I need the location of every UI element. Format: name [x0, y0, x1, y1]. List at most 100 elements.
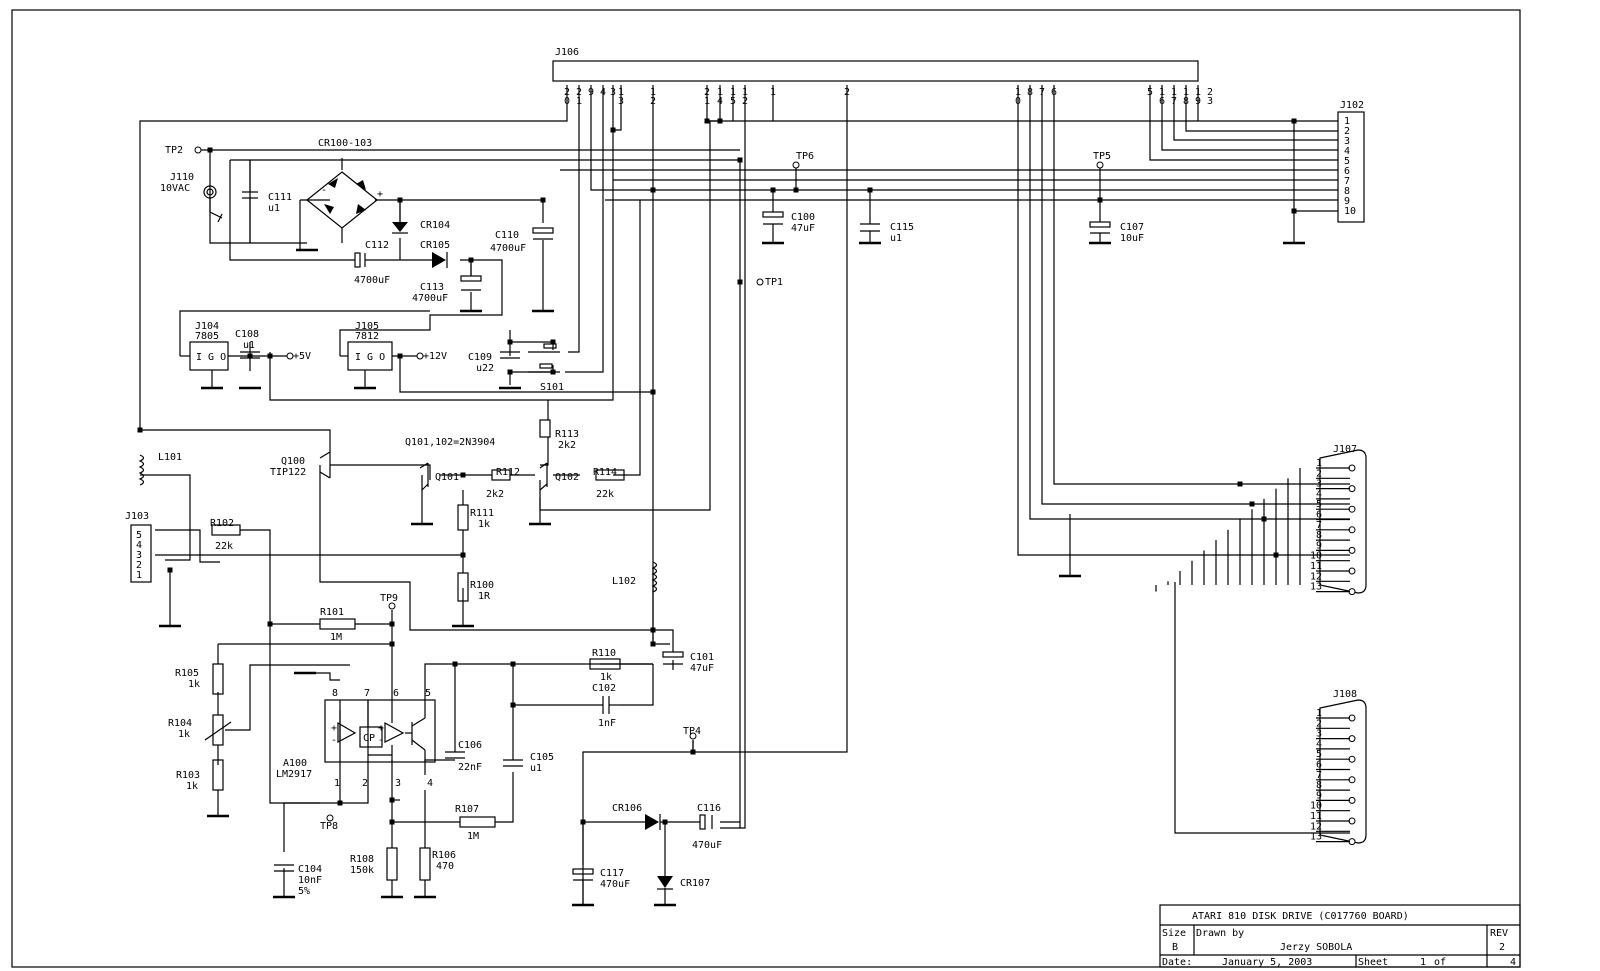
ground-symbols: [159, 241, 1305, 907]
r110-value: 1k: [600, 672, 612, 683]
c111-value: u1: [268, 203, 280, 214]
ic-pin-6: 6: [393, 688, 399, 699]
junction-dot: [867, 187, 873, 193]
j108-pin-4: 4: [1316, 739, 1322, 750]
j107-pin-8: 8: [1316, 530, 1322, 541]
junction-dot: [510, 661, 516, 667]
test-point-8: [326, 814, 334, 822]
opamp1-plus: +: [331, 723, 337, 734]
c116-value: 470uF: [692, 840, 722, 851]
c115-value: u1: [890, 233, 902, 244]
j107-pin-11: 11: [1310, 561, 1322, 572]
c104-value: 10nF: [298, 875, 322, 886]
junction-dot: [267, 621, 273, 627]
cp-label: CP: [363, 733, 375, 744]
junction-dot: [704, 118, 710, 124]
j107-pin-13: 13: [1310, 582, 1322, 593]
cr104-diode: [392, 222, 408, 232]
junctions: [137, 118, 1297, 825]
cr106-label: CR106: [612, 803, 642, 814]
cr105-diode: [432, 252, 446, 268]
junction-dot: [580, 819, 586, 825]
j102-pin-3: 3: [1344, 136, 1350, 147]
r102-value: 22k: [215, 541, 233, 552]
sheet-value: 1: [1420, 957, 1426, 968]
r108-value: 150k: [350, 865, 374, 876]
j107-pin-12: 12: [1310, 571, 1322, 582]
c115-label: C115: [890, 222, 914, 233]
cr107-label: CR107: [680, 878, 710, 889]
c102-label: C102: [592, 683, 616, 694]
size-label: Size: [1162, 928, 1186, 939]
c105-value: u1: [530, 763, 542, 774]
j108-pin-1: 1: [1316, 708, 1322, 719]
junction-dot: [610, 127, 616, 133]
junction-dot: [389, 641, 395, 647]
junction-dot: [737, 157, 743, 163]
test-point-2: [792, 161, 800, 169]
c117-label: C117: [600, 868, 624, 879]
l101-inductor: [138, 454, 145, 486]
j108-pin-8: 8: [1316, 780, 1322, 791]
r107-value: 1M: [467, 831, 479, 842]
junction-dot: [1249, 501, 1255, 507]
c110-value: 4700uF: [490, 243, 526, 254]
junction-dot: [770, 187, 776, 193]
7812-label: 7812: [355, 331, 379, 342]
r104-value: 1k: [178, 729, 190, 740]
c109-value: u22: [476, 363, 494, 374]
r102-label: R102: [210, 518, 234, 529]
r108-label: R108: [350, 854, 374, 865]
j107-pin-9: 9: [1316, 540, 1322, 551]
j107-pin-1: 1: [1316, 458, 1322, 469]
j106-label: J106: [555, 47, 579, 58]
c101-label: C101: [690, 652, 714, 663]
r101-label: R101: [320, 607, 344, 618]
c113-label: C113: [420, 282, 444, 293]
j108-pin-12: 12: [1310, 821, 1322, 832]
c100-label: C100: [791, 212, 815, 223]
j105-regulator: [347, 341, 393, 371]
of-label: of: [1434, 957, 1446, 968]
bridge-minus: -: [321, 185, 327, 196]
junction-dot: [460, 472, 466, 478]
j107-pin-4: 4: [1316, 489, 1322, 500]
c106-value: 22nF: [458, 762, 482, 773]
lm2917-ic: [324, 699, 436, 763]
tp6-label: TP6: [796, 151, 814, 162]
r112-value: 2k2: [486, 489, 504, 500]
c108-value: u1: [243, 340, 255, 351]
r101-value: 1M: [330, 632, 342, 643]
junction-dot: [389, 621, 395, 627]
r106-value: 470: [436, 861, 454, 872]
cr107-diode: [657, 876, 673, 888]
junction-dot: [468, 257, 474, 263]
junction-dot: [690, 749, 696, 755]
page-border: [11, 9, 1521, 968]
author: Jerzy SOBOLA: [1280, 942, 1352, 953]
ic-pin-1: 1: [334, 778, 340, 789]
plus5v-label: +5V: [293, 351, 311, 362]
cr104-label: CR104: [420, 220, 450, 231]
tp5-label: TP5: [1093, 151, 1111, 162]
c109-label: C109: [468, 352, 492, 363]
j108-pin-3: 3: [1316, 729, 1322, 740]
junction-dot: [247, 353, 253, 359]
junction-dot: [1291, 208, 1297, 214]
c100-value: 47uF: [791, 223, 815, 234]
r112-label: R112: [496, 467, 520, 478]
j102-pin-8: 8: [1344, 186, 1350, 197]
date-value: January 5, 2003: [1222, 957, 1312, 968]
junction-dot: [717, 118, 723, 124]
r113-value: 2k2: [558, 440, 576, 451]
junction-dot: [207, 147, 213, 153]
junction-dot: [662, 819, 668, 825]
j103-pin-4: 4: [136, 540, 142, 551]
j104-label: J104: [195, 321, 219, 332]
junction-dot: [507, 339, 513, 345]
